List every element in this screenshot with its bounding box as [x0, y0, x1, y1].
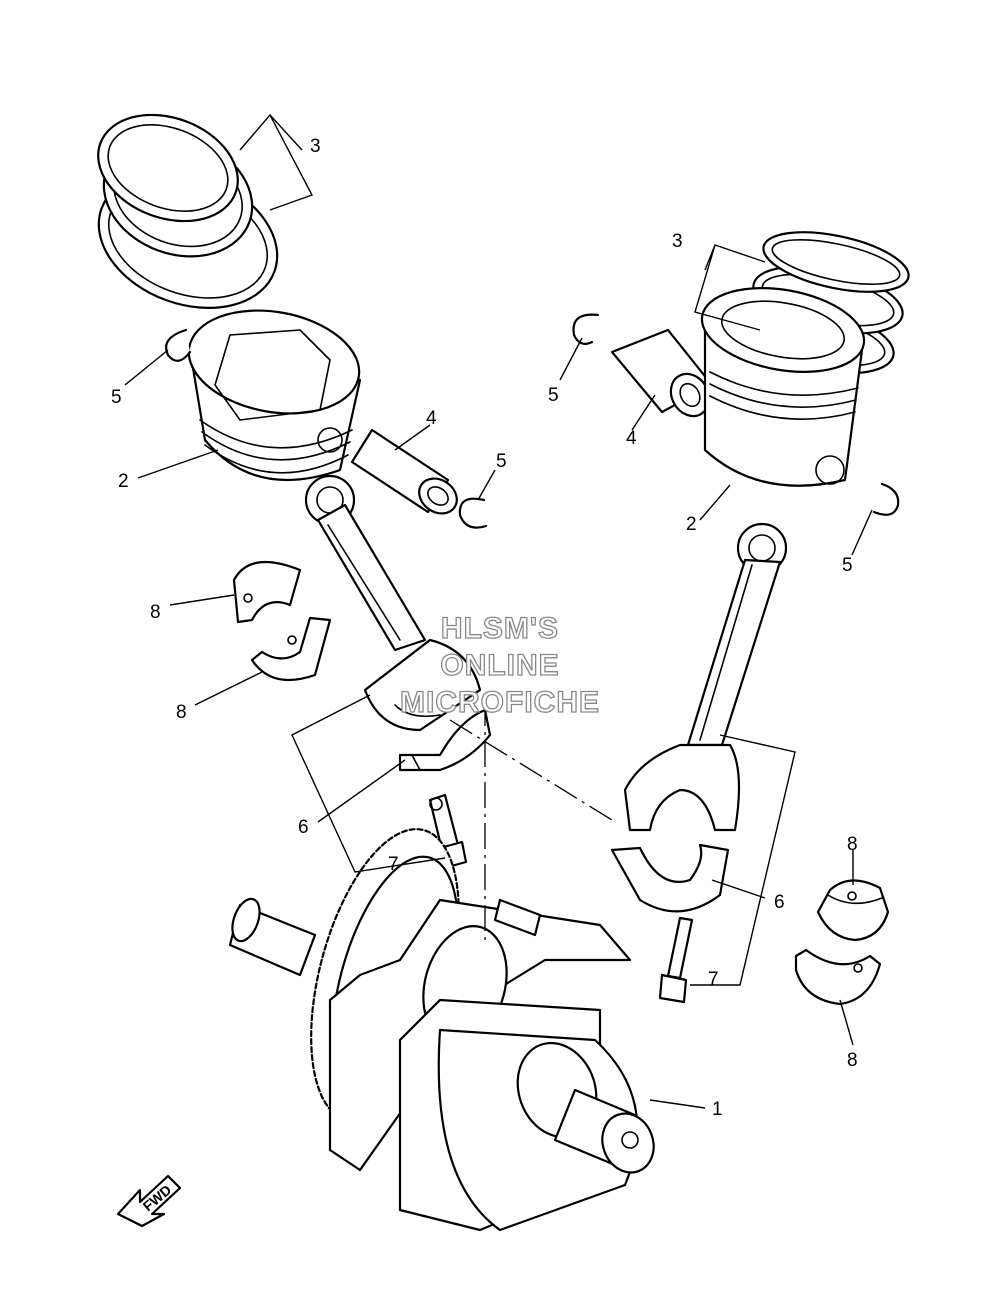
callout-6-rod-right: 6	[774, 892, 785, 913]
bearing-left-upper	[232, 560, 302, 624]
center-line-diagonal	[449, 719, 613, 821]
watermark-line-1: HLSM'S	[441, 612, 559, 645]
callout-6-rod-left: 6	[298, 817, 309, 838]
callout-1-crankshaft: 1	[712, 1099, 723, 1120]
piston-rings-left	[97, 113, 279, 309]
callout-8-bearing-left-lower: 8	[176, 702, 187, 723]
callout-7-bolt-left: 7	[388, 854, 399, 875]
callout-2-piston-left: 2	[118, 471, 129, 492]
callout-5-clip-left-b: 5	[496, 451, 507, 472]
watermark-line-2: ONLINE	[440, 649, 559, 682]
watermark: HLSM'S ONLINE MICROFICHE	[399, 611, 600, 719]
piston-pin-left	[350, 428, 458, 515]
bearing-right-upper	[816, 879, 890, 942]
leader-5-rr	[851, 509, 873, 556]
leader-1	[649, 1099, 706, 1109]
crankshaft	[228, 828, 655, 1232]
leader-4-left	[394, 424, 431, 451]
circlip-left-a	[165, 328, 192, 362]
callout-5-clip-right-a: 5	[548, 385, 559, 406]
circlip-right-b	[872, 482, 900, 516]
callout-8-bearing-left-upper: 8	[150, 602, 161, 623]
callout-4-pin-left: 4	[426, 408, 437, 429]
leader-5-lr	[477, 469, 496, 501]
forward-arrow-icon: FWD	[116, 1174, 182, 1228]
rings-left-bracket	[239, 113, 313, 211]
leader-5-ll	[124, 349, 169, 386]
leader-8-lu	[169, 594, 235, 606]
piston-pin-right	[610, 328, 714, 418]
callout-2-piston-right: 2	[686, 514, 697, 535]
piston-right	[700, 287, 866, 487]
leader-6-right	[711, 879, 766, 899]
leader-2-right	[699, 484, 731, 521]
rod-right-bracket	[690, 734, 796, 986]
rings-right-bracket	[694, 244, 766, 331]
leader-6-left	[317, 759, 406, 823]
leader-5-rl	[559, 337, 583, 381]
callout-8-bearing-right-upper: 8	[847, 834, 858, 855]
leader-2-left	[137, 449, 219, 479]
leader-8-ll	[194, 671, 263, 706]
callout-3-rings-left: 3	[310, 136, 321, 157]
rod-bolt-right	[658, 916, 694, 1004]
connecting-rod-left	[304, 474, 492, 772]
connecting-rod-right	[610, 522, 788, 913]
callout-4-pin-right: 4	[626, 428, 637, 449]
callout-8-bearing-right-lower: 8	[847, 1050, 858, 1071]
rod-left-bracket	[291, 694, 446, 873]
callout-3-rings-right: 3	[672, 231, 683, 252]
leader-8-rl	[839, 999, 854, 1046]
callout-7-bolt-right: 7	[708, 969, 719, 990]
bearing-right-lower	[794, 948, 882, 1006]
circlip-right-a	[572, 313, 600, 345]
bearing-left-lower	[250, 616, 332, 682]
callout-5-clip-left-a: 5	[111, 387, 122, 408]
leader-4-right	[631, 394, 656, 431]
piston-left	[187, 309, 362, 482]
circlip-left-b	[458, 497, 488, 529]
rings-right-bracket-2	[704, 244, 716, 271]
rings-left-bracket-2	[269, 114, 303, 151]
watermark-line-3: MICROFICHE	[400, 686, 600, 719]
callout-5-clip-right-b: 5	[842, 555, 853, 576]
